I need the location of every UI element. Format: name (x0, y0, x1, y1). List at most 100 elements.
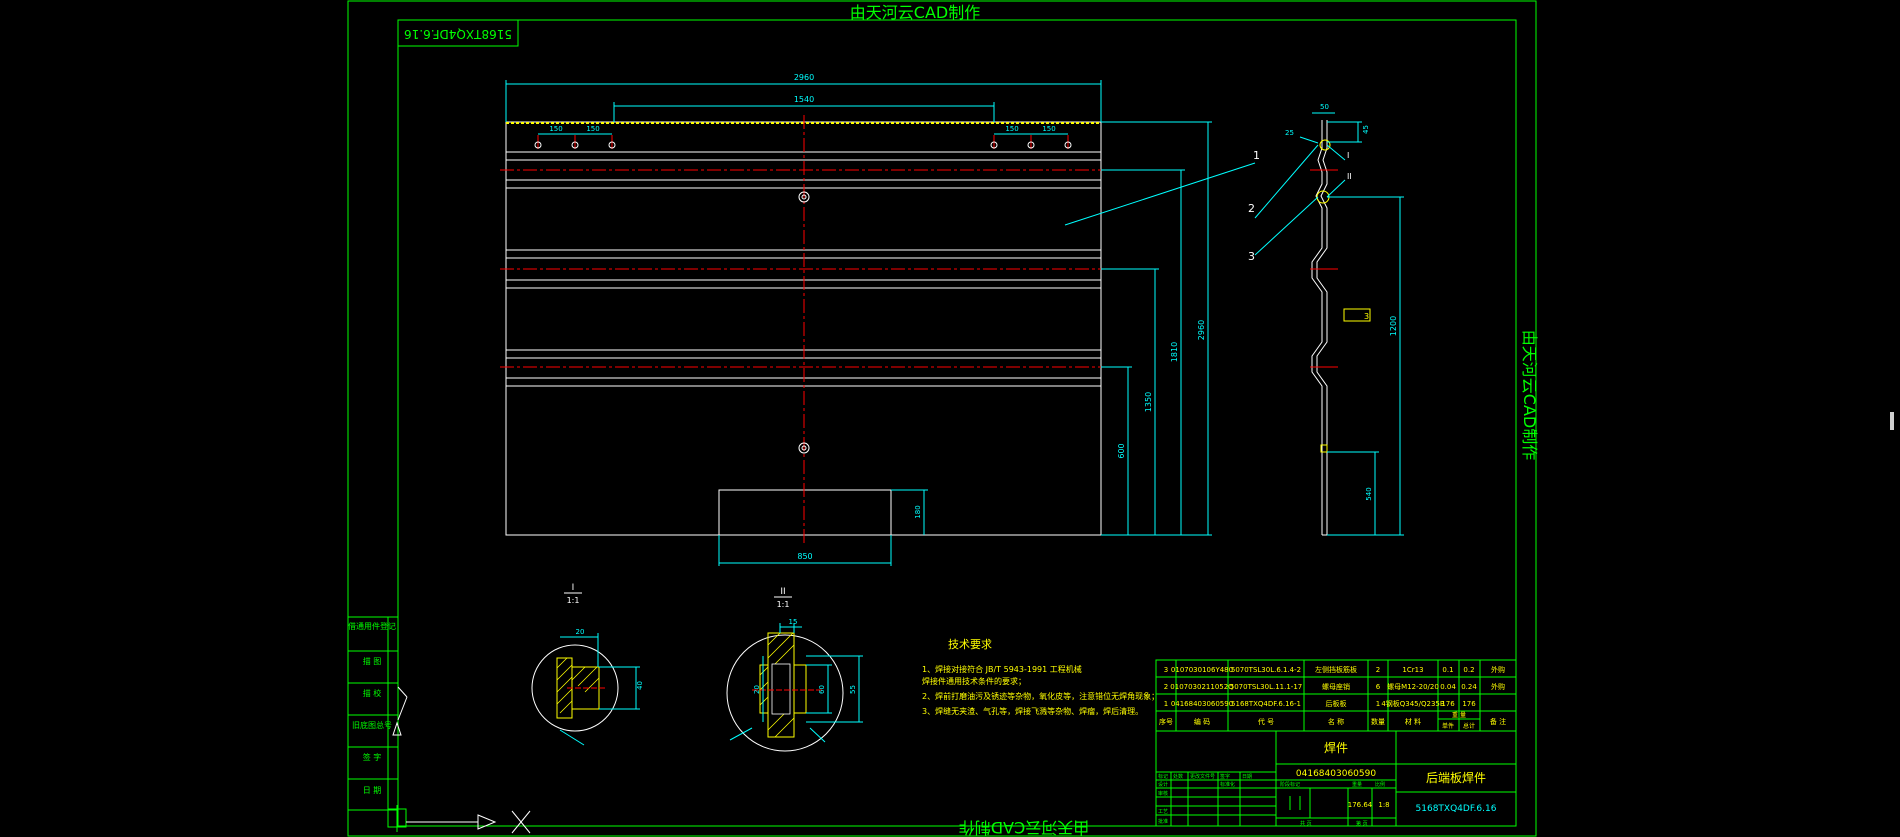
title-code: 04168403060590 (1296, 769, 1376, 779)
svg-text:左侧挡板筋板: 左侧挡板筋板 (1315, 665, 1357, 674)
detail-circle-i (1319, 139, 1331, 151)
dim-section-i-width: 20 (576, 628, 585, 636)
section-ii-title: II (780, 587, 785, 597)
svg-text:螺母座销: 螺母座销 (1322, 682, 1350, 691)
dim-tab-height: 180 (914, 505, 922, 518)
section-mark-i: I (1347, 151, 1349, 160)
svg-text:螺母M12-20/20: 螺母M12-20/20 (1387, 682, 1439, 691)
bolt-hole (534, 141, 542, 149)
section-ii-scale: 1:1 (777, 600, 790, 609)
scrollbar-thumb[interactable] (1890, 412, 1894, 430)
svg-text:代 号: 代 号 (1258, 717, 1274, 726)
bom-header: 序号 编 码 代 号 名 称 数量 材 料 重 量 单件 总计 备 注 (1159, 711, 1506, 730)
callout-3: 3 (1248, 250, 1255, 263)
svg-text:标准化: 标准化 (1220, 781, 1235, 788)
svg-text:材 料: 材 料 (1405, 717, 1421, 726)
dim-side-mid: 1200 (1389, 316, 1398, 336)
bolt-hole (608, 141, 616, 149)
ucs-arrow-icon (392, 721, 402, 736)
dim-tab-width: 850 (797, 552, 812, 561)
front-view: 2960 1540 150 150 150 150 2960 1810 1350… (500, 73, 1260, 566)
svg-text:共 页: 共 页 (1300, 820, 1312, 827)
bolt-hole (571, 141, 579, 149)
svg-text:0.2: 0.2 (1463, 666, 1474, 674)
leader-line-1 (1064, 162, 1256, 226)
svg-text:总计: 总计 (1463, 722, 1475, 730)
dim-section-ii-a: 15 (789, 618, 798, 626)
title-type: 焊件 (1324, 740, 1348, 755)
title-scale: 1:8 (1378, 801, 1389, 809)
dim-side-top: 50 (1320, 103, 1329, 111)
dim-hole-spacing: 150 (586, 125, 599, 133)
svg-text:设计: 设计 (1158, 781, 1168, 788)
inner-frame (397, 19, 1517, 827)
title-drawing-number: 5168TXQ4DF.6.16 (1416, 804, 1497, 814)
svg-text:0107030211052Q: 0107030211052Q (1170, 683, 1234, 691)
strip-label: 描 校 (363, 688, 382, 698)
svg-text:1: 1 (1164, 700, 1168, 708)
svg-text:3: 3 (1164, 666, 1168, 674)
tech-line: 2、焊前打磨油污及锈迹等杂物，氧化皮等，注意错位无焊角现象； (922, 691, 1159, 701)
left-revision-strip: 借通用件登记 描 图 描 校 旧底图总号 签 字 日 期 (347, 616, 531, 834)
svg-text:1: 1 (1376, 700, 1380, 708)
bolt-hole (1064, 141, 1072, 149)
svg-text:5070TSL30L.6.1.4-2: 5070TSL30L.6.1.4-2 (1231, 666, 1301, 674)
strip-label: 日 期 (363, 786, 382, 795)
tech-line: 3、焊缝无夹渣、气孔等，焊接飞溅等杂物、焊瘤，焊后清理。 (922, 706, 1143, 716)
strip-label: 借通用件登记 (348, 621, 396, 631)
svg-text:签字: 签字 (1220, 773, 1230, 780)
dim-overall-width: 2960 (794, 73, 814, 82)
svg-text:0.04: 0.04 (1440, 683, 1456, 691)
svg-text:0107030106Y480: 0107030106Y480 (1171, 666, 1233, 674)
svg-text:6: 6 (1376, 683, 1381, 691)
dim-height-b: 1810 (1170, 342, 1179, 362)
section-ii-circle (726, 634, 844, 752)
title-block-labels: 标记 处数 更改文件号 签字 日期 设计 标准化 审核 工艺 批准 阶段标记 重… (1158, 773, 1385, 827)
svg-text:第 页: 第 页 (1356, 820, 1368, 827)
section-i-scale: 1:1 (567, 596, 580, 605)
section-i-title: I (572, 583, 575, 593)
svg-text:阶段标记: 阶段标记 (1280, 781, 1300, 788)
drawing-code-mirrored: 5168TXQ4DF.6.16 (404, 27, 512, 41)
outer-frame (347, 0, 1537, 837)
dim-inner-width: 1540 (794, 95, 814, 104)
leader-line-3 (1254, 196, 1319, 256)
section-detail-ii: II 1:1 15 20 60 55 (726, 587, 863, 752)
svg-text:5168TXQ4DF.6.16-1: 5168TXQ4DF.6.16-1 (1231, 700, 1301, 708)
code-box (397, 19, 519, 47)
bom-table: 3 0107030106Y480 5070TSL30L.6.1.4-2 左侧挡板… (1155, 659, 1517, 732)
svg-text:重量: 重量 (1352, 781, 1362, 788)
tech-line: 1、焊接对接符合 JB/T 5943-1991 工程机械 (922, 664, 1082, 674)
strip-label: 旧底图总号 (352, 720, 392, 730)
dim-height-total: 2960 (1197, 320, 1206, 340)
svg-text:04168403060590: 04168403060590 (1171, 700, 1233, 708)
svg-text:176: 176 (1441, 700, 1455, 708)
bom-row: 1 04168403060590 5168TXQ4DF.6.16-1 后板板 1… (1164, 699, 1476, 708)
svg-text:重 量: 重 量 (1452, 711, 1466, 719)
svg-text:名 称: 名 称 (1328, 717, 1344, 726)
title-block: 焊件 04168403060590 后端板焊件 5168TXQ4DF.6.16 … (1155, 730, 1517, 827)
dim-hole-spacing: 150 (1005, 125, 1018, 133)
watermark-side: 由天河云CAD制作 (1520, 330, 1539, 460)
svg-text:单件: 单件 (1442, 722, 1454, 730)
ucs-arrow-icon (477, 814, 497, 830)
svg-text:数量: 数量 (1371, 717, 1385, 726)
section-i-circle (531, 644, 619, 732)
nut-hole (798, 191, 810, 203)
svg-text:序号: 序号 (1159, 717, 1173, 726)
svg-text:后板板: 后板板 (1326, 699, 1347, 708)
svg-text:外购: 外购 (1491, 665, 1505, 674)
side-view: 3 50 25 45 1200 540 I II 2 3 (1248, 103, 1404, 536)
svg-text:日期: 日期 (1242, 774, 1252, 780)
nut-hole (798, 442, 810, 454)
weld-callout: 3 (1364, 312, 1369, 321)
svg-text:审核: 审核 (1158, 790, 1168, 797)
svg-text:176: 176 (1462, 700, 1476, 708)
watermark-top: 由天河云CAD制作 (850, 3, 980, 22)
svg-text:备 注: 备 注 (1490, 717, 1506, 726)
bom-row: 3 0107030106Y480 5070TSL30L.6.1.4-2 左侧挡板… (1164, 665, 1505, 674)
watermark-bottom: 由天河云CAD制作 (959, 818, 1089, 837)
tech-line: 焊接件通用技术条件的要求； (922, 676, 1026, 686)
dim-side-bottom: 540 (1365, 487, 1373, 500)
